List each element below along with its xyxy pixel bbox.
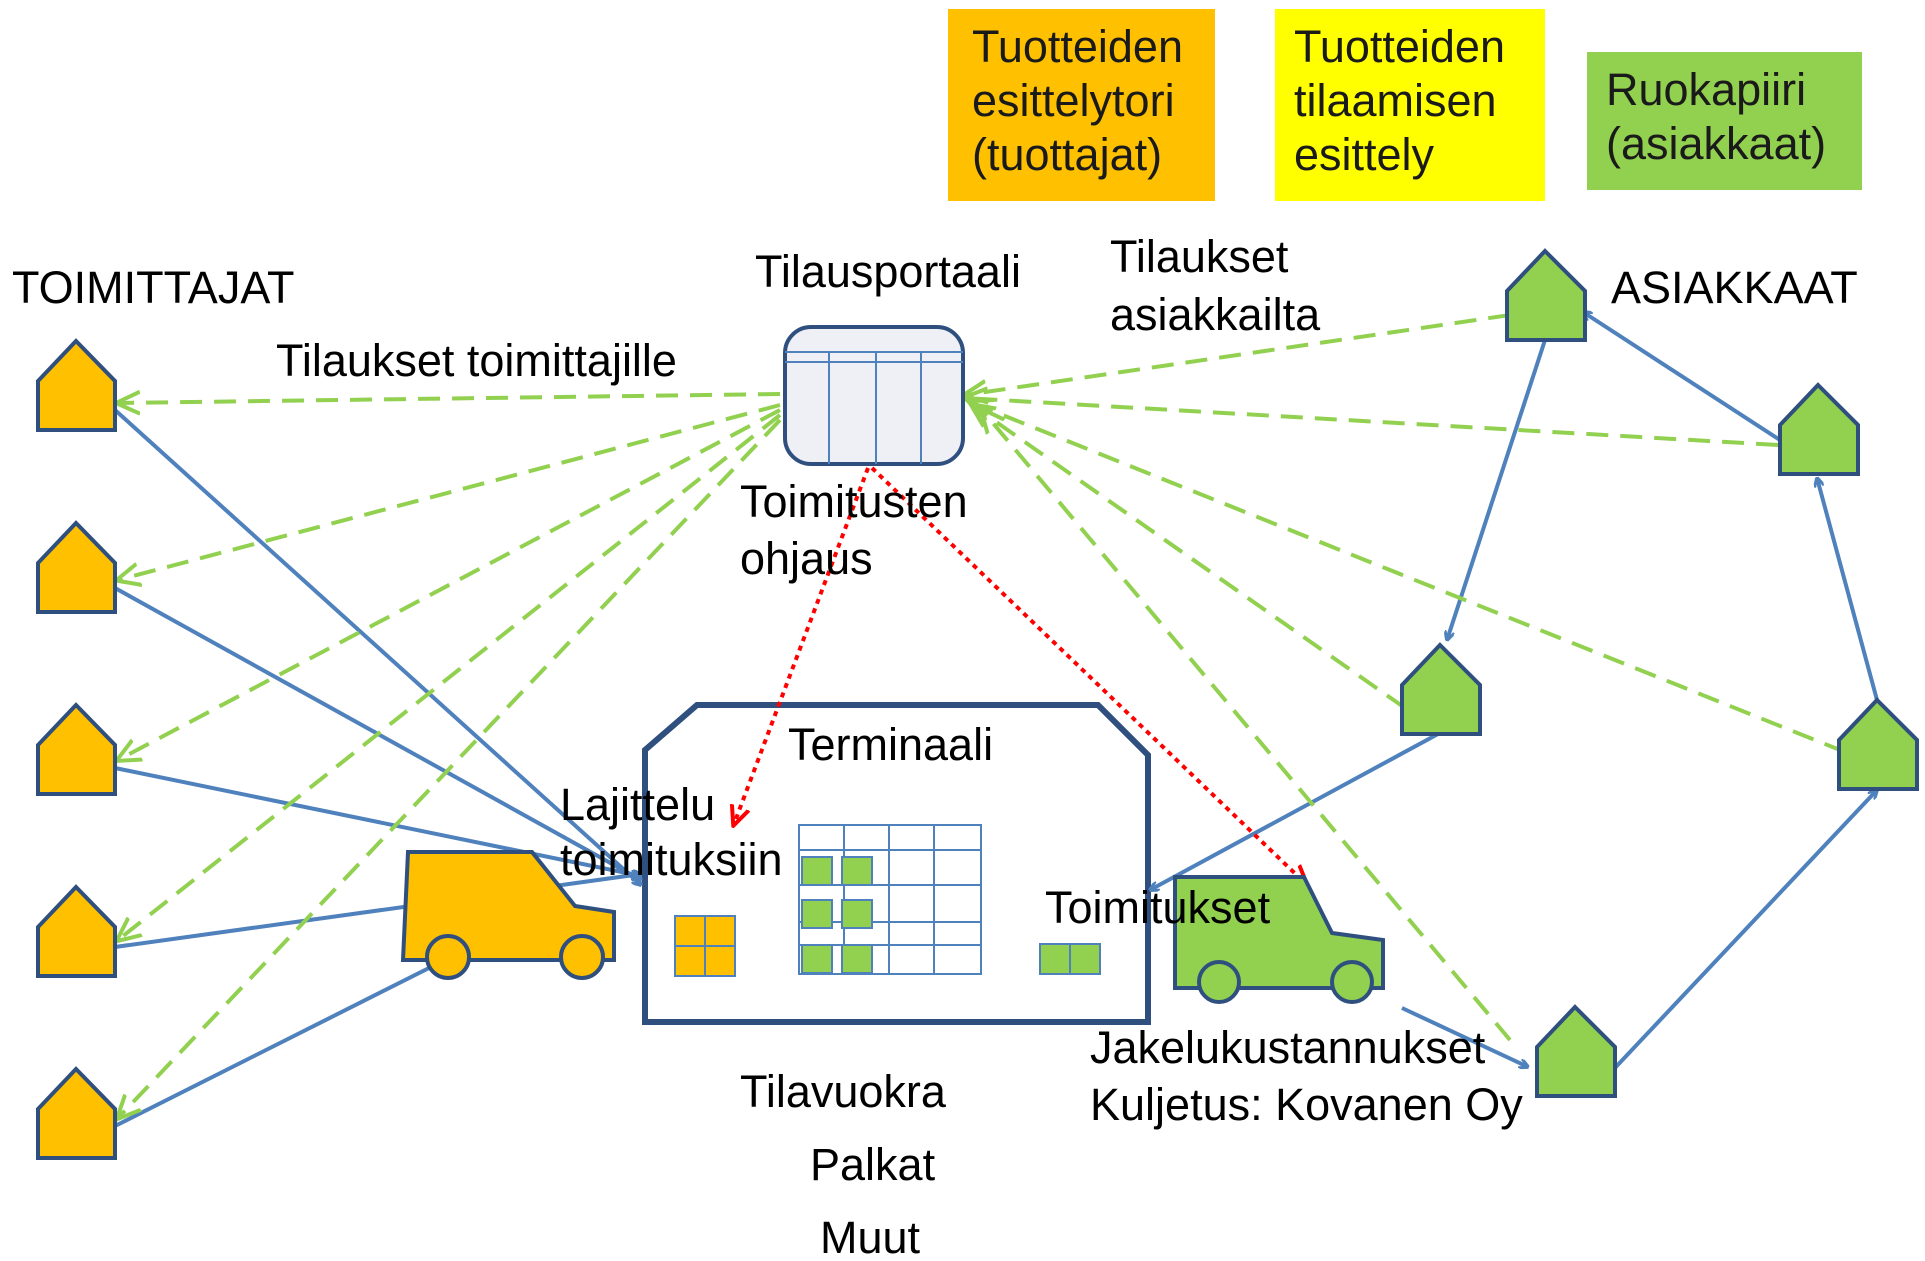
house-icon — [36, 884, 117, 978]
supplier-to-terminal-flows — [113, 408, 641, 1128]
orders-from-customers-lines — [965, 313, 1846, 1042]
legend-producers-line2: esittelytori — [972, 75, 1175, 126]
legend-ordering-line1: Tuotteiden — [1294, 21, 1505, 72]
orders-to-suppliers-label: Tilaukset toimittajille — [276, 335, 677, 386]
house-icon — [1505, 248, 1587, 342]
portal-label: Tilausportaali — [755, 246, 1021, 297]
orders-from-customers-label-line2: asiakkailta — [1110, 289, 1321, 340]
suppliers-label: TOIMITTAJAT — [12, 262, 294, 313]
legend-producers: Tuotteiden esittelytori (tuottajat) — [948, 9, 1215, 201]
house-icon — [36, 338, 117, 432]
wages-label: Palkat — [810, 1139, 936, 1190]
house-icon — [1400, 642, 1482, 736]
house-icon — [1778, 382, 1860, 476]
customer-houses — [1400, 248, 1919, 1098]
transport-label: Kuljetus: Kovanen Oy — [1090, 1079, 1523, 1130]
house-icon — [1837, 697, 1919, 791]
sorting-label-line1: Lajittelu — [560, 779, 715, 830]
house-icon — [36, 702, 117, 796]
incoming-orange-crate — [674, 915, 736, 977]
house-icon — [1535, 1004, 1617, 1098]
rent-label: Tilavuokra — [740, 1066, 947, 1117]
legend-producers-line1: Tuotteiden — [972, 21, 1183, 72]
legend-foodcircle-line1: Ruokapiiri — [1606, 64, 1806, 115]
orders-to-suppliers-lines — [118, 394, 782, 1118]
delivery-control-label-line2: ohjaus — [740, 533, 873, 584]
house-icon — [36, 1066, 117, 1160]
delivery-van — [1173, 875, 1385, 1004]
supplier-houses — [36, 338, 117, 1160]
customers-label: ASIAKKAAT — [1611, 262, 1858, 313]
van-icon — [400, 850, 616, 980]
delivery-control-arrows — [734, 466, 1306, 884]
customer-ring-flows — [1150, 312, 1877, 1072]
distribution-costs-label: Jakelukustannukset — [1090, 1022, 1486, 1073]
other-label: Muut — [820, 1212, 921, 1261]
sorted-green-boxes — [801, 856, 873, 974]
supplier-van — [400, 850, 616, 980]
deliveries-label: Toimitukset — [1045, 882, 1271, 933]
sorting-label-line2: toimituksiin — [560, 834, 783, 885]
delivery-control-label-line1: Toimitusten — [740, 476, 968, 527]
orders-from-customers-label-line1: Tilaukset — [1110, 231, 1289, 282]
terminal-building — [642, 702, 1151, 1025]
legend-ordering: Tuotteiden tilaamisen esittely — [1275, 9, 1545, 201]
legend-foodcircle: Ruokapiiri (asiakkaat) — [1587, 52, 1862, 190]
legend-producers-line3: (tuottajat) — [972, 129, 1162, 180]
portal-table-icon — [783, 325, 965, 466]
legend-foodcircle-line2: (asiakkaat) — [1606, 118, 1826, 169]
terminal-label: Terminaali — [788, 719, 993, 770]
van-icon — [1173, 875, 1385, 1004]
house-icon — [36, 520, 117, 614]
legend-ordering-line2: tilaamisen — [1294, 75, 1497, 126]
outgoing-green-boxes — [1039, 943, 1101, 975]
legend-ordering-line3: esittely — [1294, 129, 1435, 180]
